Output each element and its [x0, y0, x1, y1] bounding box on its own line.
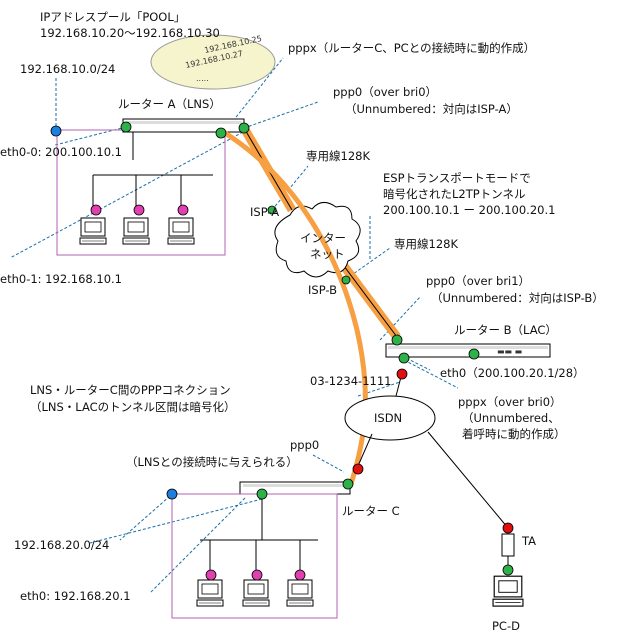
label-ppp-conn-2: （LNS・LACのトンネル区間は暗号化）	[30, 400, 235, 414]
node-pc-d	[502, 564, 514, 576]
label-internet-1: インター	[300, 231, 346, 245]
label-router-c: ルーター C	[342, 504, 400, 518]
label-ppp-conn-1: LNS・ルーターC間のPPPコネクション	[30, 383, 231, 397]
label-ppp0-a-1: ppp0（over bri0）	[333, 85, 437, 99]
label-esp-3: 200.100.10.1 ー 200.100.20.1	[383, 203, 555, 217]
label-leased-1: 専用線128K	[306, 149, 370, 163]
internet-cloud	[274, 202, 361, 278]
label-isp-a: ISP-A	[250, 205, 279, 219]
node-net-a	[50, 125, 62, 137]
node-b-eth0	[468, 348, 480, 360]
label-router-b: ルーター B（LAC）	[454, 323, 557, 337]
label-ppp0-b-2: （Unnumbered：対向はISP-B）	[431, 291, 604, 305]
label-pc-d: PC-D	[492, 619, 520, 633]
label-isdn: ISDN	[374, 411, 402, 425]
node-a-ppp0	[238, 122, 250, 134]
pc-a1-icon	[79, 217, 107, 245]
ppp-connection-line	[219, 128, 368, 487]
pool-range: 192.168.10.20〜192.168.10.30	[40, 26, 220, 40]
node-a-eth01	[215, 127, 227, 139]
lan-a-wiring	[92, 128, 213, 213]
label-ppp0-a-2: （Unnumbered：対向はISP-A）	[345, 102, 518, 116]
pc-a3-icon	[167, 217, 195, 245]
node-c-eth0	[256, 488, 268, 500]
node-b-bri0	[396, 368, 408, 380]
pc-c2-icon	[242, 579, 270, 607]
label-ppp0-b-1: ppp0（over bri1）	[426, 274, 530, 288]
label-eth0-b: eth0（200.100.20.1/28）	[440, 366, 585, 380]
label-eth01-a: eth0-1: 192.168.10.1	[0, 272, 122, 286]
node-b-ppp0	[391, 334, 403, 346]
label-ppp0-c-2: （LNSとの接続時に与えられる）	[126, 455, 298, 469]
label-internet-2: ネット	[310, 247, 345, 261]
label-isp-b: ISP-B	[308, 283, 337, 297]
ta-device	[501, 533, 515, 557]
label-phone: 03-1234-1111	[310, 374, 391, 388]
router-b-box	[385, 343, 551, 358]
label-router-a: ルーター A（LNS）	[118, 97, 221, 111]
node-c-ppp0	[342, 478, 354, 490]
label-ppp0-c-1: ppp0	[290, 438, 319, 452]
pc-c3-icon	[286, 579, 314, 607]
pc-a2-icon	[122, 217, 150, 245]
pool-title: IPアドレスプール「POOL」	[40, 10, 185, 24]
node-ta	[502, 522, 514, 534]
node-net-c	[166, 488, 178, 500]
label-net-a: 192.168.10.0/24	[20, 62, 115, 76]
lan-box-c	[171, 493, 338, 619]
router-c-box	[239, 481, 351, 495]
node-a-eth00	[120, 121, 132, 133]
node-b-pppx	[398, 352, 410, 364]
pool-entry-3: .....	[196, 74, 209, 83]
label-net-c: 192.168.20.0/24	[14, 538, 109, 552]
pc-c1-icon	[196, 579, 224, 607]
svg-text:▬▬ ▬: ▬▬ ▬	[497, 347, 522, 356]
node-isp-a	[267, 205, 277, 215]
label-leased-2: 専用線128K	[394, 237, 458, 251]
node-isp-b	[341, 275, 351, 285]
label-ta: TA	[521, 534, 536, 548]
label-pppx-a: pppx（ルーターC、PCとの接続時に動的作成）	[288, 41, 535, 55]
label-esp-1: ESPトランスポートモードで	[383, 171, 531, 185]
label-pppx-b-3: 着呼時に動的作成）	[462, 427, 566, 441]
isdn-cloud	[344, 395, 436, 441]
label-eth00-a: eth0-0: 200.100.10.1	[0, 145, 122, 159]
node-c-bri	[352, 463, 364, 475]
label-pppx-b-2: （Unnumbered、	[462, 411, 560, 425]
label-esp-2: 暗号化されたL2TPトンネル	[383, 187, 525, 201]
address-pool-cloud	[150, 34, 276, 90]
pc-d-icon	[492, 575, 524, 607]
lan-c-wiring	[200, 494, 318, 575]
router-a-box	[122, 118, 245, 133]
label-pppx-b-1: pppx（over bri0）	[458, 395, 562, 409]
label-eth0-c: eth0: 192.168.20.1	[20, 589, 131, 603]
